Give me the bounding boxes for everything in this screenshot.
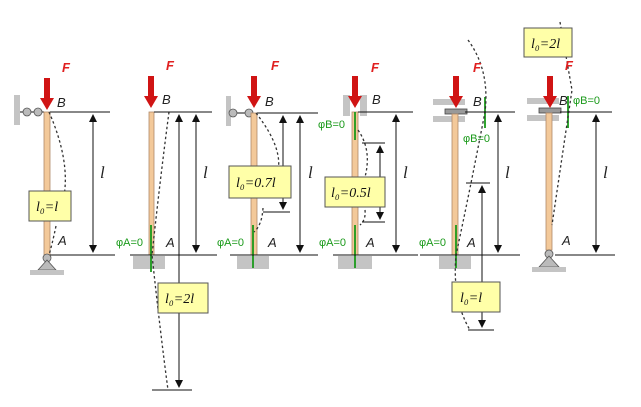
buckling-curve [48, 111, 66, 256]
node-label-bottom: A [165, 235, 175, 250]
buckling-curve [357, 129, 368, 226]
node-label-bottom: A [267, 235, 277, 250]
panel-fixed-pinned: F B A φA=0 l l₀=0.7l [217, 58, 318, 269]
node-label-bottom: A [466, 235, 476, 250]
force-arrow [251, 76, 257, 98]
column [451, 113, 459, 256]
length-label: l [100, 163, 105, 182]
roller-icon [228, 108, 238, 118]
buckling-curve [151, 111, 170, 391]
rotation-label: φA=0 [217, 237, 244, 249]
node-label-top: B [162, 92, 171, 107]
force-label: F [166, 58, 175, 73]
node-label-top: B [372, 92, 381, 107]
ground [532, 267, 566, 272]
roller-icon [33, 107, 43, 117]
top-clamp-left [343, 95, 350, 116]
effective-length-label: l₀=2l [165, 292, 194, 307]
length-label: l [203, 163, 208, 182]
node-label-top: B [57, 95, 66, 110]
length-label: l [505, 163, 510, 182]
top-clamp-right [360, 95, 367, 116]
roller-icon [22, 107, 32, 117]
effective-length-box [228, 165, 292, 199]
guide-top [433, 99, 465, 105]
rotation-label: φA=0 [116, 237, 143, 249]
force-label: F [62, 60, 71, 75]
force-arrow [352, 76, 358, 98]
effective-length-label: l₀=0.5l [331, 186, 371, 201]
force-arrow [44, 78, 50, 100]
node-label-bottom: A [57, 233, 67, 248]
force-arrow [453, 76, 459, 98]
effective-length-label: l₀=l [36, 200, 58, 215]
fixed-support [133, 256, 165, 269]
sliding-plate [538, 107, 562, 114]
node-label-bottom: A [365, 235, 375, 250]
guide-bottom [433, 116, 465, 122]
node-label-bottom: A [561, 233, 571, 248]
effective-length-box [157, 282, 209, 314]
effective-length-label: l₀=0.7l [236, 176, 276, 191]
wall-support [226, 96, 231, 126]
panel-fixed-guided: F B A φB=0 φA=0 l l₀=l [419, 39, 520, 331]
force-label: F [271, 58, 280, 73]
force-label: F [473, 60, 482, 75]
length-label: l [403, 163, 408, 182]
force-arrow-head [348, 96, 362, 108]
effective-length-box [523, 27, 573, 58]
effective-length-box [28, 190, 72, 222]
effective-length-box [324, 176, 386, 208]
ground [30, 270, 64, 275]
force-arrow-head [40, 98, 54, 110]
column [43, 111, 51, 256]
pin-support-icon [538, 255, 560, 268]
guide-top [527, 98, 559, 104]
rotation-label-bottom: φA=0 [319, 237, 346, 249]
force-label: F [565, 58, 574, 73]
effective-length-box [451, 281, 501, 313]
rotation-label: φB=0 [573, 95, 600, 107]
column [545, 112, 553, 251]
sliding-plate [444, 108, 468, 115]
panel-pinned-pinned: F B A l l₀=l [14, 60, 115, 275]
panel-pinned-guided: F B A φB=0 l l₀=2l [523, 21, 615, 272]
rotation-label-top: φB=0 [318, 119, 345, 131]
effective-length-label: l₀=l [460, 291, 482, 306]
pin-support-icon [37, 259, 57, 271]
fixed-support [439, 256, 471, 269]
wall-support [14, 95, 20, 125]
force-arrow-head [543, 96, 557, 108]
force-arrow-head [449, 96, 463, 108]
force-arrow [148, 76, 154, 98]
rotation-label-bottom: φA=0 [419, 237, 446, 249]
panel-fixed-fixed: F B A φB=0 φA=0 l l₀=0.5l [318, 60, 418, 269]
effective-length-label: l₀=2l [531, 37, 560, 52]
force-arrow [547, 76, 553, 98]
force-arrow-head [247, 96, 261, 108]
node-label-top: B [559, 93, 568, 108]
force-arrow-head [144, 96, 158, 108]
length-label: l [308, 163, 313, 182]
node-label-top: B [473, 94, 482, 109]
length-label: l [603, 163, 608, 182]
buckling-curve [551, 21, 573, 226]
node-label-top: B [265, 94, 274, 109]
rotation-label-top: φB=0 [463, 133, 490, 145]
panel-fixed-free: F B A φA=0 l l₀=2l [116, 58, 217, 391]
force-label: F [371, 60, 380, 75]
guide-bottom [527, 115, 559, 121]
